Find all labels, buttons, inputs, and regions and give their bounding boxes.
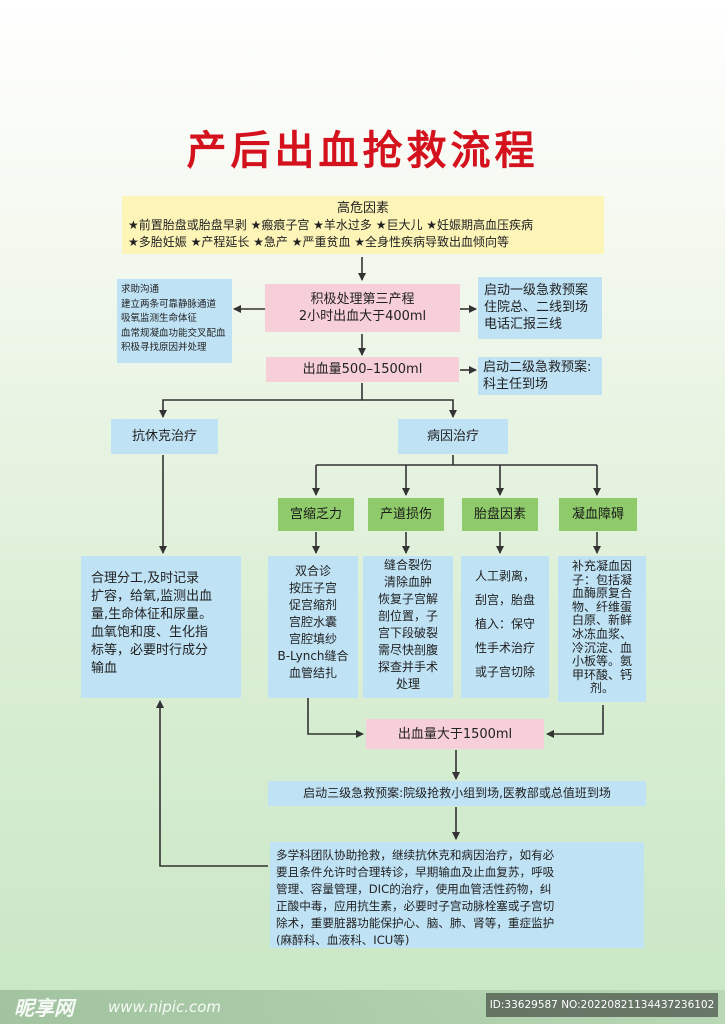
- watermark-site: www.nipic.com: [108, 998, 222, 1016]
- cause-label: 凝血障碍: [571, 507, 624, 522]
- detail-line: 恢复子宫解: [377, 592, 438, 606]
- level3-plan-box: 启动三级急救预案:院级抢救小组到场,医教部或总值班到场: [268, 781, 646, 806]
- final-measures-box: 多学科团队协助抢救，继续抗休克和病因治疗，如有必 要且条件允许时合理转诊，早期输…: [270, 842, 644, 948]
- level3-plan-label: 启动三级急救预案:院级抢救小组到场,医教部或总值班到场: [303, 786, 611, 800]
- cause-label: 宫缩乏力: [289, 507, 342, 522]
- detail-line: 按压子宫: [288, 581, 337, 595]
- detail-line: 缝合裂伤: [383, 558, 432, 572]
- page-title: 产后出血抢救流程: [186, 127, 539, 174]
- detail-line: 宫腔水囊: [288, 615, 337, 629]
- initial-measures-box: 求助沟通 建立两条可靠静脉通道 吸氧监测生命体征 血常规凝血功能交叉配血 积极寻…: [117, 279, 232, 363]
- level2-plan-line: 科主任到场: [483, 377, 549, 392]
- detail-line: 量,生命体征和尿量。: [91, 607, 213, 622]
- detail-line: 宫下段破裂: [377, 626, 438, 640]
- anti-shock-label: 抗休克治疗: [131, 429, 197, 444]
- level1-plan-line: 启动一级急救预案: [484, 283, 589, 298]
- bleed-500-label: 出血量500–1500ml: [302, 362, 423, 377]
- cause-label: 产道损伤: [379, 507, 432, 522]
- third-stage-box: 积极处理第三产程 2小时出血大于400ml: [265, 284, 460, 332]
- detail-line: 补充凝血因: [571, 559, 632, 573]
- third-stage-line: 2小时出血大于400ml: [298, 309, 427, 324]
- detail-line: 子：包括凝: [571, 572, 632, 587]
- detail-line: 性手术治疗: [474, 641, 535, 655]
- final-measures-line: 多学科团队协助抢救，继续抗休克和病因治疗，如有必: [276, 848, 555, 862]
- detail-line: 或子宫切除: [474, 665, 535, 679]
- detail-line: 输血: [91, 661, 118, 676]
- risk-factors-box: 高危因素 ★前置胎盘或胎盘早剥 ★瘢痕子宫 ★羊水过多 ★巨大儿 ★妊娠期高血压…: [122, 196, 604, 254]
- detail-line: 促宫缩剂: [288, 598, 337, 612]
- risk-factors-heading: 高危因素: [336, 201, 389, 216]
- final-measures-line: 正酸中毒，应用抗生素，必要时子宫动脉栓塞或子宫切: [276, 899, 555, 913]
- detail-line: 探查并手术: [377, 660, 438, 674]
- detail-line: 小板等。氨: [571, 654, 632, 669]
- detail-line: 人工剥离，: [474, 569, 535, 583]
- third-stage-line: 积极处理第三产程: [310, 292, 415, 307]
- etiology-box: 病因治疗: [398, 419, 508, 454]
- placenta-detail-box: 人工剥离， 刮宫，胎盘 植入：保守 性手术治疗 或子宫切除: [461, 556, 549, 698]
- initial-measure-item: 建立两条可靠静脉通道: [121, 298, 217, 310]
- detail-line: 双合诊: [294, 564, 331, 578]
- coagulopathy-detail-box: 补充凝血因 子：包括凝 血酶原复合 物、纤维蛋 白原、新鲜 冰冻血浆、 冷沉淀、…: [558, 556, 646, 702]
- detail-line: 血氧饱和度、生化指: [91, 625, 209, 640]
- cause-birth-canal-injury: 产道损伤: [368, 498, 444, 531]
- detail-line: 合理分工,及时记录: [91, 571, 200, 586]
- final-measures-line: 要且条件允许时合理转诊，早期输血及止血复苏，呼吸: [276, 865, 555, 879]
- final-measures-line: 除术，重要脏器功能保护心、脑、肺、肾等，重症监护: [276, 916, 555, 930]
- initial-measure-item: 吸氧监测生命体征: [121, 313, 198, 324]
- watermark-logo: 昵享网: [14, 996, 74, 1020]
- branch-bleed-500: [159, 383, 363, 418]
- final-measures-line: (麻醉科、血液科、ICU等): [276, 933, 410, 947]
- cause-label: 胎盘因素: [473, 507, 526, 522]
- level1-plan-line: 住院总、二线到场: [484, 300, 589, 315]
- arrow-right-to-bleed-1500: [546, 705, 604, 738]
- bleed-1500-box: 出血量大于1500ml: [366, 719, 544, 749]
- watermark-id: ID:33629587 NO:20220821134437236102: [486, 993, 718, 1017]
- anti-shock-box: 抗休克治疗: [111, 419, 218, 454]
- detail-line: 宫腔填纱: [288, 632, 337, 646]
- final-measures-line: 管理、容量管理，DIC的治疗，使用血管活性药物，纠: [276, 882, 552, 896]
- initial-measure-item: 积极寻找原因并处理: [121, 342, 207, 353]
- level2-plan-line: 启动二级急救预案:: [483, 360, 592, 375]
- detail-line: 血管结扎: [288, 666, 337, 680]
- bleed-1500-label: 出血量大于1500ml: [397, 726, 513, 742]
- level2-plan-box: 启动二级急救预案: 科主任到场: [478, 357, 602, 395]
- level1-plan-line: 电话汇报三线: [484, 317, 563, 332]
- initial-measure-item: 求助沟通: [121, 284, 160, 295]
- detail-line: 剖位置，子: [377, 609, 438, 623]
- risk-factors-line: ★前置胎盘或胎盘早剥 ★瘢痕子宫 ★羊水过多 ★巨大儿 ★妊娠期高血压疾病: [128, 218, 534, 232]
- bleed-500-box: 出血量500–1500ml: [266, 357, 459, 382]
- detail-line: 需尽快剖腹: [377, 643, 438, 657]
- uterine-detail-box: 双合诊 按压子宫 促宫缩剂 宫腔水囊 宫腔填纱 B-Lynch缝合 血管结扎: [268, 556, 358, 698]
- level1-plan-box: 启动一级急救预案 住院总、二线到场 电话汇报三线: [478, 277, 602, 339]
- arrow-feedback-to-shock-detail: [156, 700, 268, 867]
- detail-line: 清除血肿: [383, 575, 432, 589]
- branch-to-etiology: [362, 399, 457, 418]
- detail-line: 冰冻血浆、: [571, 626, 632, 641]
- risk-factors-line: ★多胎妊娠 ★产程延长 ★急产 ★严重贫血 ★全身性疾病导致出血倾向等: [128, 235, 510, 249]
- arrow-left-to-bleed-1500: [307, 698, 364, 738]
- detail-line: 植入：保守: [474, 617, 535, 631]
- initial-measure-item: 血常规凝血功能交叉配血: [121, 327, 226, 339]
- anti-shock-detail-box: 合理分工,及时记录 扩容，给氧,监测出血 量,生命体征和尿量。 血氧饱和度、生化…: [81, 556, 241, 698]
- detail-line: 白原、新鲜: [571, 613, 632, 628]
- detail-line: 标等，必要时行成分: [91, 643, 209, 658]
- etiology-label: 病因治疗: [426, 429, 479, 444]
- cause-uterine-atony: 宫缩乏力: [278, 498, 354, 531]
- detail-line: 扩容，给氧,监测出血: [91, 589, 213, 604]
- detail-line: 血酶原复合: [571, 586, 632, 601]
- detail-line: 处理: [395, 677, 420, 691]
- detail-line: 冷沉淀、血: [571, 640, 632, 655]
- detail-line: B-Lynch缝合: [277, 649, 349, 663]
- detail-line: 剂。: [589, 681, 614, 696]
- detail-line: 刮宫，胎盘: [474, 593, 535, 607]
- cause-coagulopathy: 凝血障碍: [559, 498, 637, 531]
- detail-line: 物、纤维蛋: [571, 599, 632, 614]
- cause-placental-factor: 胎盘因素: [462, 498, 538, 531]
- detail-line: 甲环酸、钙: [571, 667, 632, 682]
- birth-canal-detail-box: 缝合裂伤 清除血肿 恢复子宫解 剖位置，子 宫下段破裂 需尽快剖腹 探查并手术 …: [363, 556, 453, 698]
